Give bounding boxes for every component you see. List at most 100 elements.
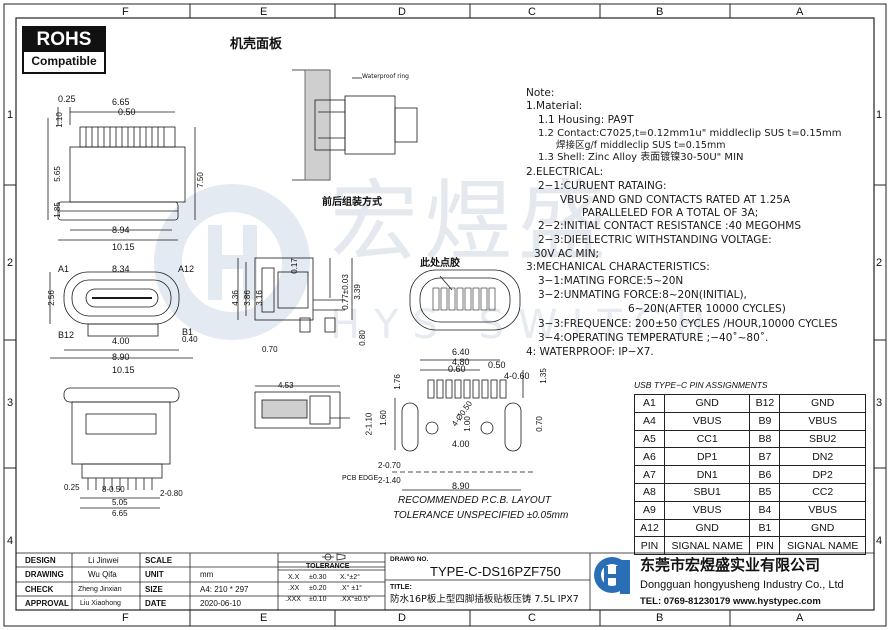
pin-table-cell: PIN bbox=[749, 536, 781, 556]
dim-pcb-2-070: 2-0.70 bbox=[378, 461, 401, 470]
dim-pcb-0-50: 0.50 bbox=[488, 360, 506, 370]
dim-top-8-94: 8.94 bbox=[112, 225, 130, 235]
pin-table-title: USB TYPE−C PIN ASSIGNMENTS bbox=[634, 380, 768, 390]
side-view-body bbox=[254, 257, 314, 321]
dim-front-b12: B12 bbox=[58, 330, 75, 340]
waterproof-ring-label: Waterproof ring bbox=[362, 73, 409, 80]
row-label-1-right: 1 bbox=[876, 109, 883, 121]
pin-table-cell: B12 bbox=[749, 394, 781, 413]
projection-symbol bbox=[322, 553, 346, 561]
note-2: 2.ELECTRICAL: bbox=[526, 166, 604, 178]
dim-bottom-2-080: 2-0.80 bbox=[160, 489, 183, 498]
notes-title: Note: bbox=[526, 87, 555, 99]
pin-table-cell: A7 bbox=[634, 465, 665, 484]
note-3-2: 3−2:UNMATING FORCE:8~20N(INITIAL), bbox=[538, 289, 747, 301]
watermark-en: HYS SWITCH bbox=[330, 302, 720, 348]
note-3-1: 3−1:MATING FORCE:5~20N bbox=[538, 275, 684, 287]
size-value: A4: 210 * 297 bbox=[200, 585, 249, 594]
bottom-view-pin-lines bbox=[87, 478, 153, 490]
pin-table-cell: B1 bbox=[749, 518, 781, 538]
dim-pcb-0-60: 0.60 bbox=[448, 364, 466, 374]
dim-bottom-8-050: 8-0.50 bbox=[102, 485, 125, 494]
col-label-d: D bbox=[398, 6, 406, 18]
check-label: CHECK bbox=[25, 585, 54, 594]
pin-table-cell: SIGNAL NAME bbox=[663, 536, 751, 556]
row-label-2: 2 bbox=[7, 257, 14, 269]
dim-pcb-4-80: 4.80 bbox=[452, 357, 470, 367]
tol-1-angle: X.°±2° bbox=[340, 574, 360, 581]
tol-2-angle: .X° ±1° bbox=[340, 585, 362, 592]
row-label-4: 4 bbox=[7, 535, 14, 547]
pin-table-cell: GND bbox=[663, 518, 751, 538]
pcb-hole-left bbox=[425, 421, 439, 435]
col-label-d-bottom: D bbox=[398, 612, 406, 624]
date-label: DATE bbox=[145, 599, 167, 608]
note-2-1: 2−1:CURUENT RATAING: bbox=[538, 180, 667, 192]
tol-3-angle: .XX°±0.5° bbox=[340, 596, 371, 603]
drawing-no-label: DRAWG NO. bbox=[390, 556, 429, 563]
unit-label: UNIT bbox=[145, 570, 164, 579]
row-label-2-right: 2 bbox=[876, 257, 883, 269]
unit-value: mm bbox=[200, 570, 214, 579]
col-label-f: F bbox=[122, 6, 129, 18]
tolerance-title: TOLERANCE bbox=[306, 563, 350, 570]
note-4: 4: WATERPROOF: IP−X7. bbox=[526, 346, 654, 358]
pin-table-cell: B5 bbox=[749, 482, 781, 502]
pin-table-cell: A9 bbox=[634, 500, 665, 520]
note-2-3: 2−3:DIEELECTRIC WITHSTANDING VOLTAGE: bbox=[538, 234, 772, 246]
drawing-name: Wu Qifa bbox=[88, 570, 117, 579]
row-label-4-right: 4 bbox=[876, 535, 883, 547]
row-label-3-right: 3 bbox=[876, 397, 883, 409]
note-3-3: 3−3:FREQUENCE: 200±50 CYCLES /HOUR,10000… bbox=[538, 318, 838, 330]
note-1-2: 1.2 Contact:C7025,t=0.12mm1u" middleclip… bbox=[538, 128, 842, 139]
dim-top-0-25: 0.25 bbox=[58, 94, 76, 104]
pcb-caption: RECOMMENDED P.C.B. LAYOUT bbox=[398, 495, 551, 506]
company-contact: TEL: 0769-81230179 www.hystypec.com bbox=[640, 596, 821, 607]
dim-front-4-00: 4.00 bbox=[112, 336, 130, 346]
col-label-a: A bbox=[796, 6, 804, 18]
dim-front-8-90: 8.90 bbox=[112, 352, 130, 362]
check-name: Zheng Jinxian bbox=[78, 586, 122, 593]
pcb-edge-label: PCB EDGE bbox=[342, 475, 379, 482]
rohs-badge: ROHS Compatible bbox=[22, 26, 106, 74]
col-label-b-bottom: B bbox=[656, 612, 664, 624]
tol-3-label: .XXX bbox=[285, 596, 301, 603]
drawing-number: TYPE-C-DS16PZF750 bbox=[430, 564, 561, 579]
dim-pcb-4-060: 4-0.60 bbox=[504, 371, 530, 381]
note-3: 3:MECHANICAL CHARACTERISTICS: bbox=[526, 261, 710, 273]
pin-table-cell: SIGNAL NAME bbox=[779, 536, 866, 556]
note-1-2b: 焊接区g/f middleclip SUS t=0.15mm bbox=[556, 140, 726, 151]
dim-bottom-0-25: 0.25 bbox=[64, 483, 80, 492]
pcb-slot-right bbox=[504, 402, 522, 452]
dim-pcb-4-00: 4.00 bbox=[452, 439, 470, 449]
note-2-2: 2−2:INITIAL CONTACT RESISTANCE :40 MEGOH… bbox=[538, 220, 802, 232]
col-label-c: C bbox=[528, 6, 536, 18]
date-value: 2020-06-10 bbox=[200, 599, 241, 608]
pin-table-cell: PIN bbox=[634, 536, 665, 556]
watermark-cn: 宏煜盛 bbox=[330, 170, 613, 273]
dim-top-6-65: 6.65 bbox=[112, 97, 130, 107]
glue-view-shell bbox=[409, 269, 521, 331]
panel-label: 机壳面板 bbox=[230, 37, 283, 52]
pin-table-cell: B6 bbox=[749, 465, 781, 484]
note-1-1: 1.1 Housing: PA9T bbox=[538, 114, 634, 126]
dim-bottom-5-05: 5.05 bbox=[112, 498, 128, 507]
col-label-b: B bbox=[656, 6, 664, 18]
design-name: Li Jinwei bbox=[88, 556, 119, 565]
pin-table-cell: A12 bbox=[634, 518, 665, 538]
note-1-3: 1.3 Shell: Zinc Alloy 表面镀镍30-50U" MIN bbox=[538, 152, 744, 163]
row-label-1: 1 bbox=[7, 109, 14, 121]
note-3-2a: 6~20N(AFTER 10000 CYCLES) bbox=[628, 303, 786, 315]
dim-front-8-34: 8.34 bbox=[112, 264, 130, 274]
section-view-body bbox=[254, 391, 341, 429]
note-2-3a: 30V AC MIN; bbox=[534, 248, 600, 260]
pin-table-cell: B9 bbox=[749, 411, 781, 431]
